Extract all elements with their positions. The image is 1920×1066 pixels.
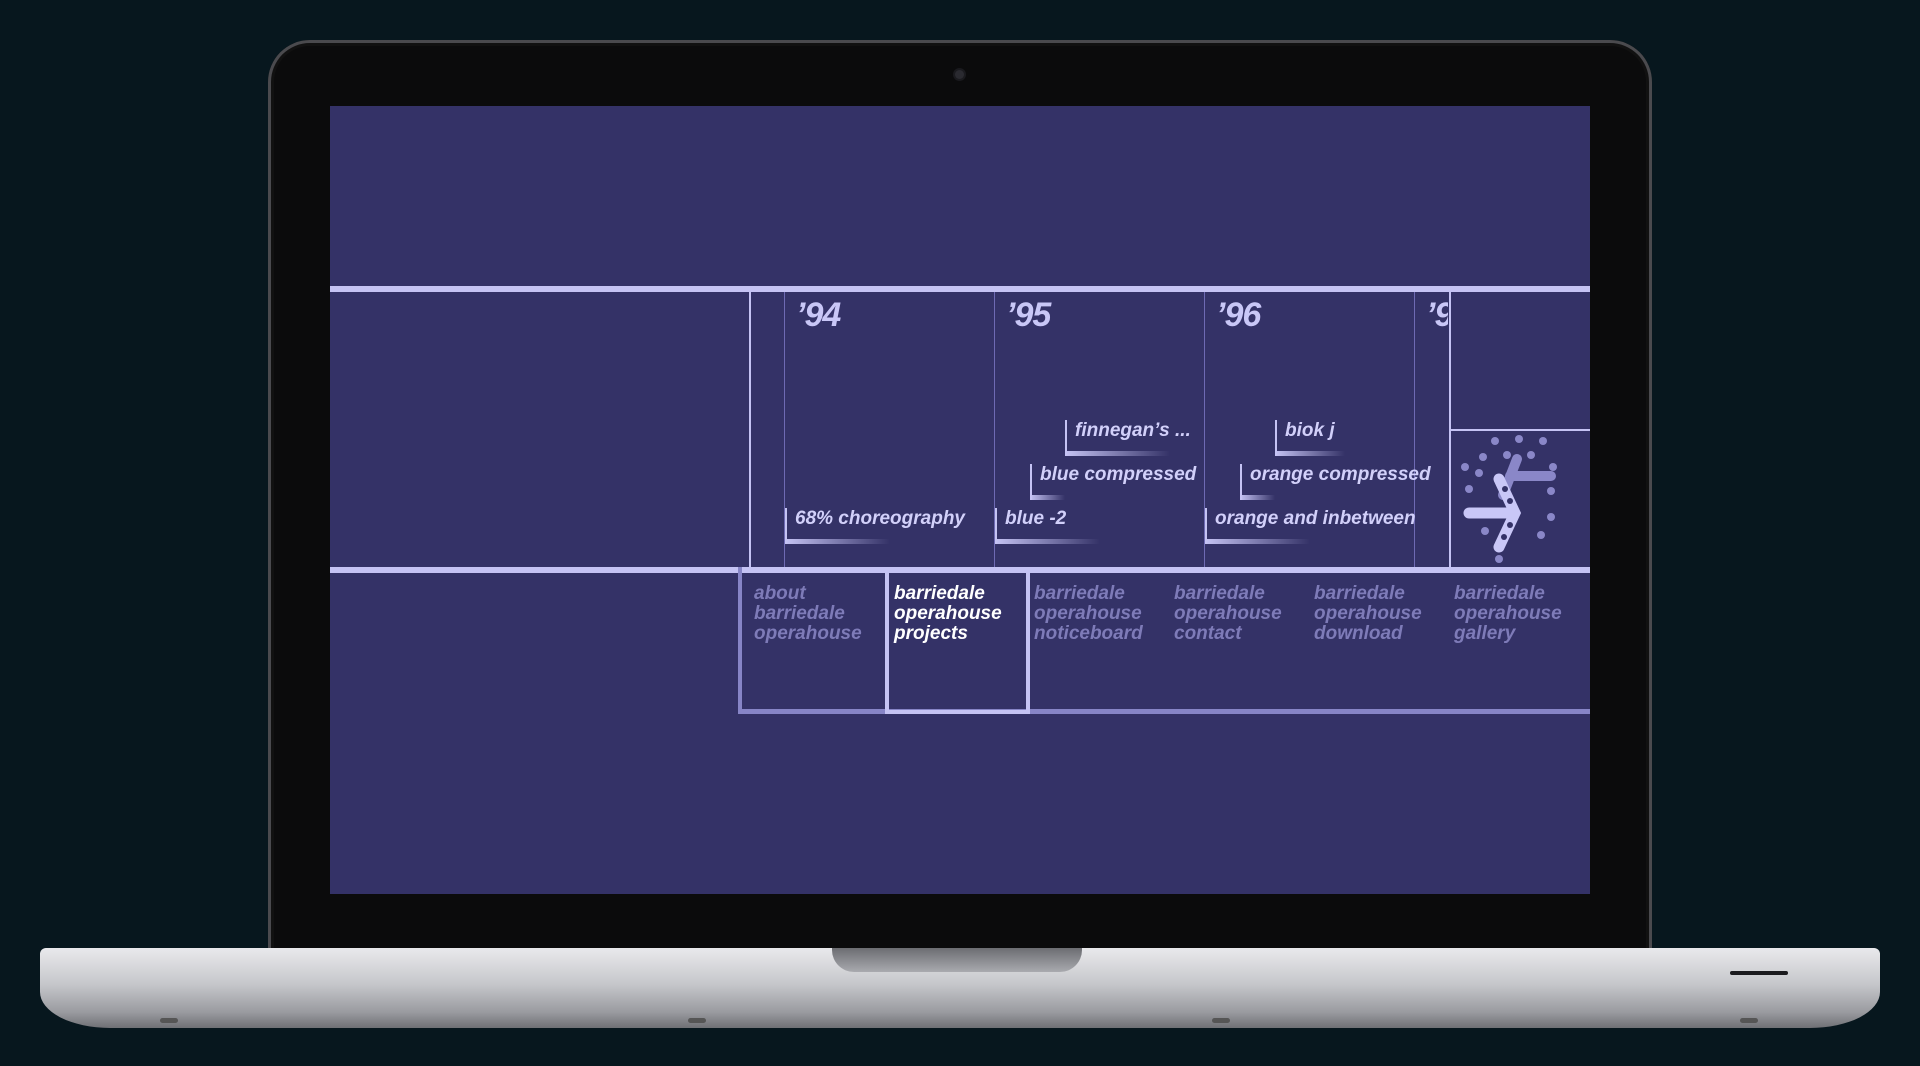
nav-baseline	[738, 709, 1590, 714]
event-label: orange compressed	[1250, 464, 1431, 485]
nav-link-projects[interactable]: barriedale operahouse projects	[882, 574, 1018, 714]
laptop-foot	[1212, 1018, 1230, 1023]
year-divider	[1204, 292, 1205, 567]
status-light	[1730, 971, 1788, 975]
webcam-icon	[955, 70, 964, 79]
timeline-left-edge	[749, 292, 751, 567]
nav-box-edge	[738, 567, 742, 713]
nav-label: barriedale operahouse projects	[894, 583, 1002, 644]
arrow-logo-icon[interactable]	[1455, 431, 1580, 566]
event-label: orange and inbetween	[1215, 508, 1416, 529]
nav-link-contact[interactable]: barriedale operahouse contact	[1162, 574, 1298, 714]
laptop-opening-notch	[832, 948, 1082, 972]
nav-label: barriedale operahouse download	[1314, 583, 1422, 644]
event-label: finnegan’s ...	[1075, 420, 1191, 441]
timeline-right-edge	[1449, 292, 1451, 567]
website-screen: ’94 ’95 ’96 ’9 68% choreography blue -2 …	[330, 106, 1590, 894]
year-label-97[interactable]: ’9	[1426, 296, 1448, 334]
year-divider	[1414, 292, 1415, 567]
nav-link-gallery[interactable]: barriedale operahouse gallery	[1442, 574, 1578, 714]
event-label: biok j	[1285, 420, 1335, 441]
event-label: blue -2	[1005, 508, 1067, 529]
year-label-94[interactable]: ’94	[796, 296, 841, 334]
nav-link-noticeboard[interactable]: barriedale operahouse noticeboard	[1022, 574, 1158, 714]
top-rule	[330, 286, 1590, 292]
laptop-foot	[688, 1018, 706, 1023]
nav-link-download[interactable]: barriedale operahouse download	[1302, 574, 1438, 714]
event-label: 68% choreography	[795, 508, 965, 529]
laptop-foot	[160, 1018, 178, 1023]
event-label: blue compressed	[1040, 464, 1197, 485]
nav-label: about barriedale operahouse	[754, 583, 862, 644]
middle-rule	[330, 567, 1590, 573]
nav-active-box	[885, 567, 1030, 714]
logo-box-rule	[1451, 429, 1590, 431]
year-divider	[994, 292, 995, 567]
year-label-95[interactable]: ’95	[1006, 296, 1051, 334]
nav-label: barriedale operahouse gallery	[1454, 583, 1562, 644]
nav-label: barriedale operahouse contact	[1174, 583, 1282, 644]
year-label-96[interactable]: ’96	[1216, 296, 1261, 334]
nav-label: barriedale operahouse noticeboard	[1034, 583, 1143, 644]
year-divider	[784, 292, 785, 567]
nav-link-about[interactable]: about barriedale operahouse	[742, 574, 878, 714]
laptop-foot	[1740, 1018, 1758, 1023]
